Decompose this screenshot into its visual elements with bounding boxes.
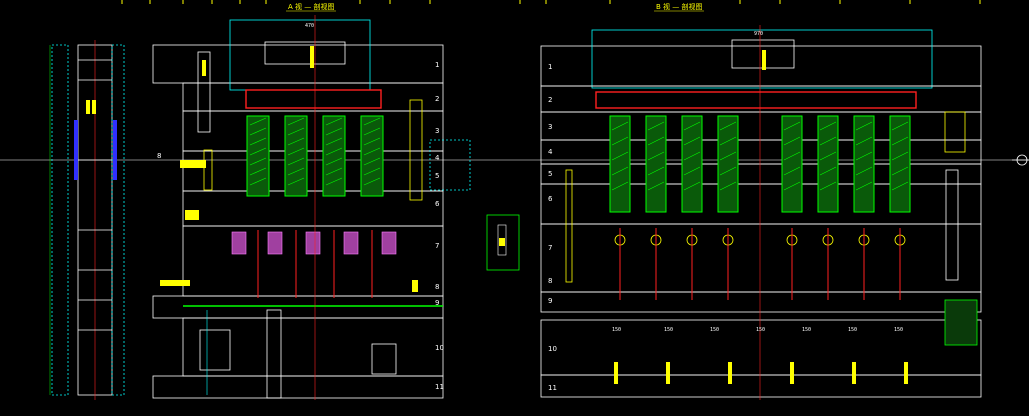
- left-main-view: [152, 15, 471, 400]
- svg-text:470: 470: [305, 23, 314, 29]
- svg-text:7: 7: [548, 244, 552, 252]
- right-plate-labels: 1 2 3 4 5 6 7 8 9 10 11: [548, 63, 557, 392]
- svg-text:5: 5: [435, 172, 439, 180]
- svg-text:150: 150: [894, 327, 903, 333]
- svg-text:150: 150: [612, 327, 621, 333]
- svg-text:2: 2: [548, 96, 552, 104]
- svg-text:4: 4: [435, 154, 440, 162]
- svg-text:2: 2: [435, 95, 439, 103]
- svg-text:9: 9: [548, 297, 552, 305]
- svg-text:9: 9: [435, 299, 439, 307]
- svg-text:150: 150: [664, 327, 673, 333]
- svg-text:150: 150: [756, 327, 765, 333]
- svg-text:1: 1: [435, 61, 439, 69]
- svg-text:150: 150: [710, 327, 719, 333]
- svg-text:8: 8: [157, 152, 161, 160]
- svg-text:11: 11: [548, 384, 557, 392]
- svg-text:10: 10: [548, 345, 557, 353]
- svg-text:5: 5: [548, 170, 552, 178]
- top-scale-ticks: [121, 0, 981, 4]
- svg-text:150: 150: [802, 327, 811, 333]
- left-view-title: A 视 — 剖视图: [288, 2, 334, 11]
- svg-text:970: 970: [754, 31, 763, 37]
- svg-text:3: 3: [435, 127, 439, 135]
- svg-text:10: 10: [435, 344, 444, 352]
- dimension-labels: 470 970 150 150 150 150 150 150 150: [305, 23, 903, 333]
- detail-box: [486, 214, 520, 271]
- svg-text:150: 150: [848, 327, 857, 333]
- svg-text:1: 1: [548, 63, 552, 71]
- right-main-view: [540, 25, 1029, 400]
- svg-text:11: 11: [435, 383, 444, 391]
- right-view-title: B 视 — 剖视图: [656, 2, 702, 11]
- svg-text:3: 3: [548, 123, 552, 131]
- svg-text:6: 6: [548, 195, 553, 203]
- svg-text:7: 7: [435, 242, 439, 250]
- svg-text:8: 8: [435, 283, 439, 291]
- svg-text:6: 6: [435, 200, 440, 208]
- right-top-clamp-plate: [540, 45, 982, 87]
- left-plate-labels: 1 2 3 4 5 6 7 8 9 10 11 8: [157, 61, 444, 391]
- side-view: [49, 40, 125, 400]
- svg-text:8: 8: [548, 277, 552, 285]
- svg-text:4: 4: [548, 148, 553, 156]
